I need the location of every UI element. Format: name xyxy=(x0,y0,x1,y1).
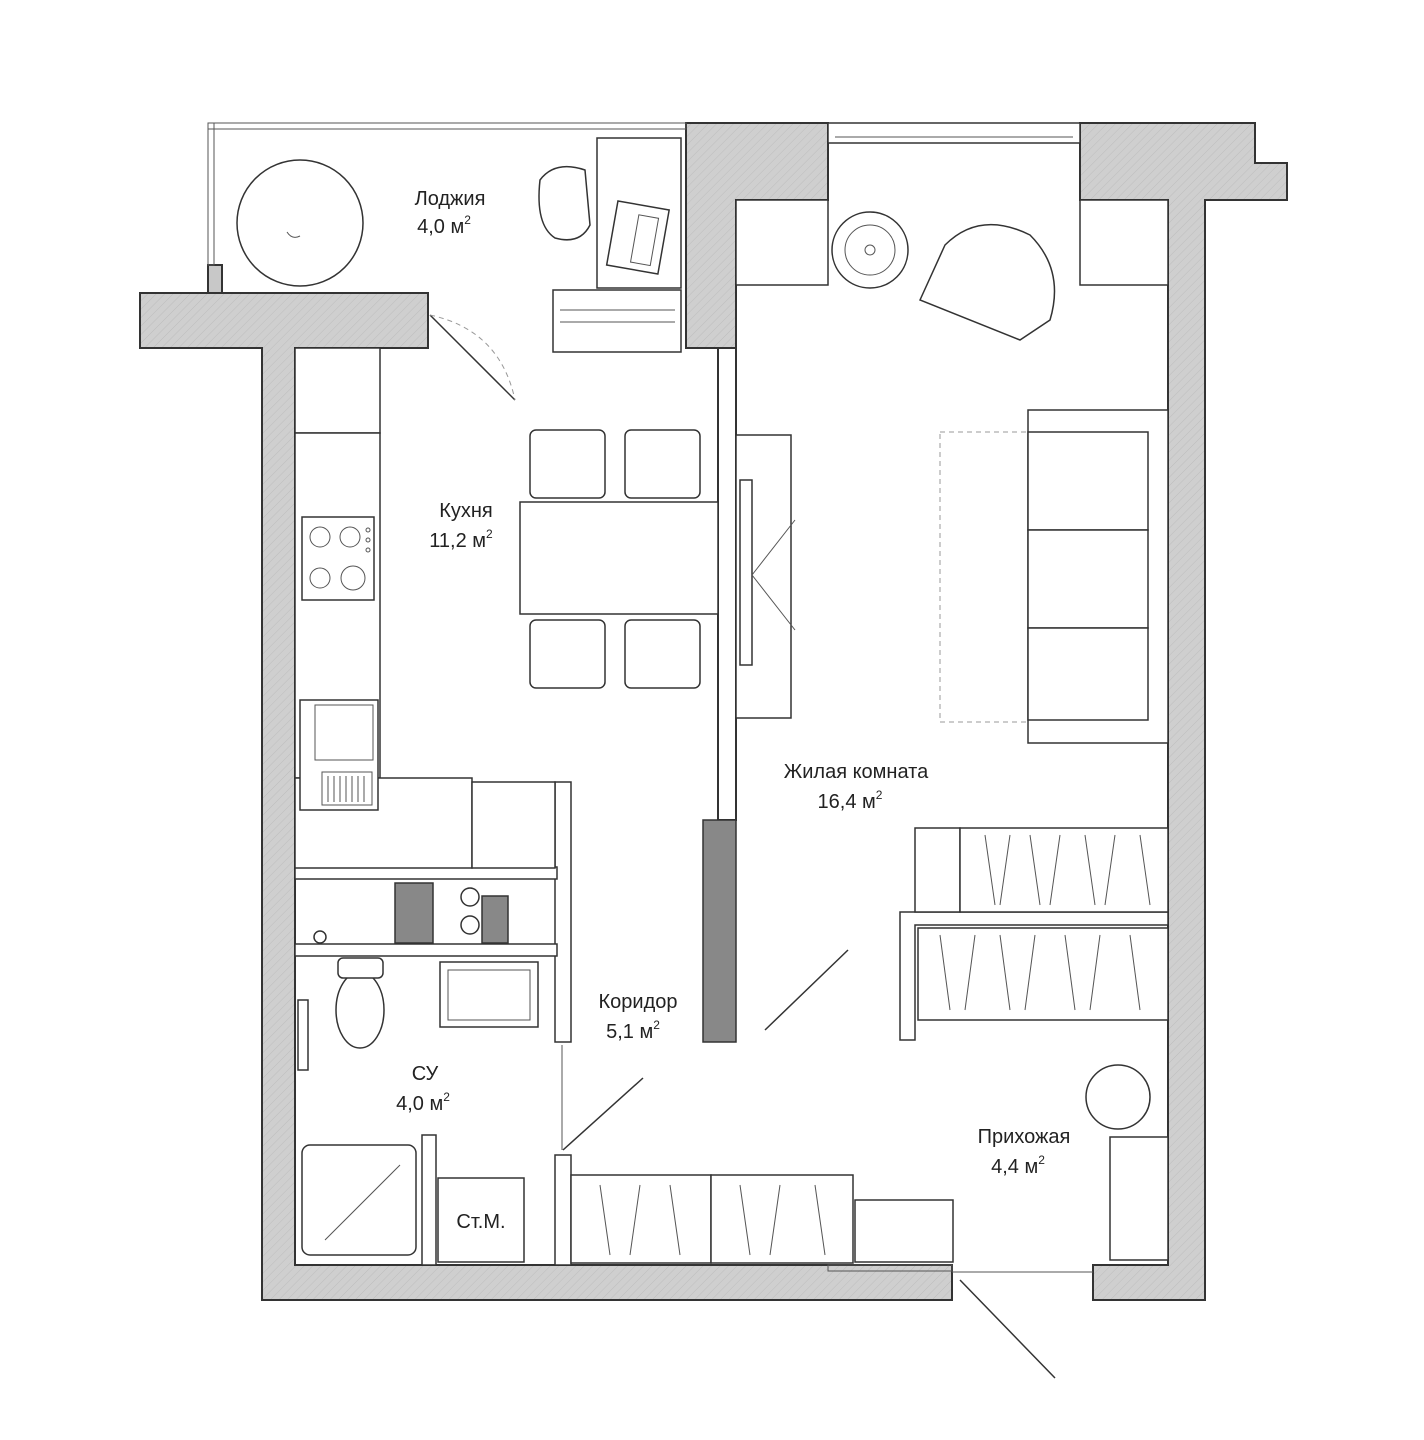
shoe-rack xyxy=(854,1199,954,1263)
room-name-hallway: Прихожая xyxy=(978,1126,1071,1148)
filter xyxy=(481,895,509,944)
room-area-bathroom: 4,0 м2 xyxy=(396,1090,450,1115)
door-living xyxy=(764,949,849,1031)
towel-rail xyxy=(297,999,309,1071)
walls xyxy=(139,122,1288,1301)
door-entrance xyxy=(959,1279,1056,1379)
washing-machine xyxy=(437,1177,525,1263)
room-area-corridor: 5,1 м2 xyxy=(606,1018,660,1043)
washing-machine-label: Ст.М. xyxy=(456,1211,505,1233)
window-loggia-left xyxy=(207,122,215,266)
toilet xyxy=(335,971,385,1049)
boiler xyxy=(394,882,434,944)
wall-kitchen-living xyxy=(717,347,737,821)
living-furniture xyxy=(735,199,1169,913)
cabinet-top xyxy=(294,347,381,434)
threshold xyxy=(827,1264,953,1272)
sink xyxy=(299,699,379,811)
wall-stub-loggia xyxy=(207,264,223,294)
wall-bath-inner xyxy=(421,1134,437,1266)
door-bathroom xyxy=(562,1077,644,1151)
shelf-left xyxy=(735,199,829,286)
wall-shelf-bottom xyxy=(294,943,558,957)
doors xyxy=(429,314,1093,1379)
room-area-kitchen: 11,2 м2 xyxy=(429,527,493,552)
dining-table xyxy=(519,501,719,615)
office-chair xyxy=(538,165,591,241)
washbasin xyxy=(439,961,539,1028)
kitchen-furniture xyxy=(294,347,719,869)
shelf-right xyxy=(1079,199,1169,286)
room-name-corridor: Коридор xyxy=(599,991,678,1013)
chair-4 xyxy=(624,619,701,689)
room-name-kitchen: Кухня xyxy=(439,500,493,522)
wardrobe-living xyxy=(959,827,1169,913)
bathroom-fixtures xyxy=(297,957,539,1263)
window-loggia-top xyxy=(207,122,687,130)
wall-shelf-top xyxy=(294,866,558,880)
wall-corridor-low xyxy=(554,1154,572,1266)
room-area-hallway: 4,4 м2 xyxy=(991,1153,1045,1178)
wall-column xyxy=(702,819,737,1043)
room-area-loggia: 4,0 м2 xyxy=(417,213,471,238)
rug xyxy=(939,431,1091,723)
wall-corridor-bath xyxy=(554,781,572,1043)
tv xyxy=(739,479,753,666)
laptop xyxy=(605,200,671,275)
shoe-cabinet xyxy=(1109,1136,1169,1261)
window-kitchen xyxy=(552,289,682,353)
room-name-bathroom: СУ xyxy=(412,1063,439,1085)
armchair xyxy=(918,223,1056,341)
wardrobe-hallway xyxy=(917,927,1169,1021)
hallway-furniture xyxy=(570,927,1169,1264)
wardrobe-corridor-2 xyxy=(710,1174,854,1264)
counter-right xyxy=(471,781,556,869)
room-name-loggia: Лоджия xyxy=(415,188,486,210)
utility-shelves xyxy=(313,882,509,944)
window-living xyxy=(827,122,1081,144)
door-loggia xyxy=(429,314,516,401)
chair-2 xyxy=(624,429,701,499)
wardrobe-corridor-1 xyxy=(570,1174,712,1264)
nightstand xyxy=(914,827,961,913)
room-labels: Лоджия 4,0 м2 Кухня 11,2 м2 Жилая комнат… xyxy=(396,188,1070,1233)
shower xyxy=(301,1144,417,1256)
chair-1 xyxy=(529,429,606,499)
room-name-living: Жилая комната xyxy=(784,761,929,783)
chair-3 xyxy=(529,619,606,689)
round-table xyxy=(236,159,364,287)
side-table xyxy=(831,211,909,289)
loggia-furniture xyxy=(236,137,682,289)
windows xyxy=(207,122,1081,1272)
pouf xyxy=(1085,1064,1151,1130)
room-area-living: 16,4 м2 xyxy=(818,788,883,813)
